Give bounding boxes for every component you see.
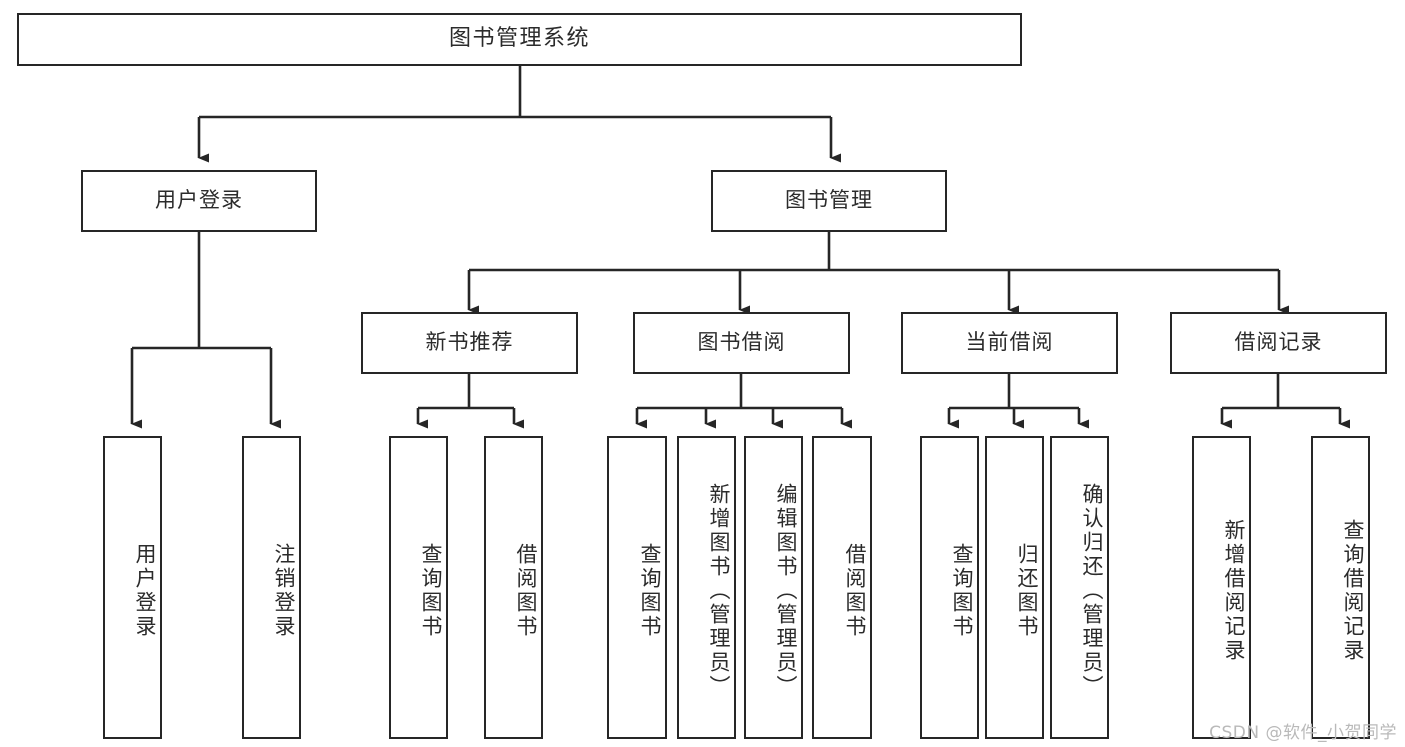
csdn-watermark: CSDN @软件_小贺同学 xyxy=(1209,723,1397,743)
node-new-book-recommend[interactable]: 新书推荐 xyxy=(361,312,578,374)
leaf-current-confirm-return-admin[interactable]: 确认归还（管理员） xyxy=(1050,436,1109,739)
leaf-current-return-book[interactable]: 归还图书 xyxy=(985,436,1044,739)
leaf-recommend-query-book[interactable]: 查询图书 xyxy=(389,436,448,739)
leaf-record-query-record[interactable]: 查询借阅记录 xyxy=(1311,436,1370,739)
leaf-borrow-borrow-book[interactable]: 借阅图书 xyxy=(812,436,872,739)
node-user-login[interactable]: 用户登录 xyxy=(81,170,317,232)
leaf-borrow-query-book[interactable]: 查询图书 xyxy=(607,436,667,739)
node-current-borrow[interactable]: 当前借阅 xyxy=(901,312,1118,374)
leaf-borrow-edit-book-admin[interactable]: 编辑图书（管理员） xyxy=(744,436,803,739)
leaf-current-query-book[interactable]: 查询图书 xyxy=(920,436,979,739)
leaf-recommend-borrow-book[interactable]: 借阅图书 xyxy=(484,436,543,739)
node-book-management[interactable]: 图书管理 xyxy=(711,170,947,232)
leaf-record-add-record[interactable]: 新增借阅记录 xyxy=(1192,436,1251,739)
leaf-borrow-add-book-admin[interactable]: 新增图书（管理员） xyxy=(677,436,736,739)
node-book-borrow[interactable]: 图书借阅 xyxy=(633,312,850,374)
leaf-user-login-logout[interactable]: 注销登录 xyxy=(242,436,301,739)
node-root[interactable]: 图书管理系统 xyxy=(17,13,1022,66)
node-borrow-record[interactable]: 借阅记录 xyxy=(1170,312,1387,374)
leaf-user-login-login[interactable]: 用户登录 xyxy=(103,436,162,739)
